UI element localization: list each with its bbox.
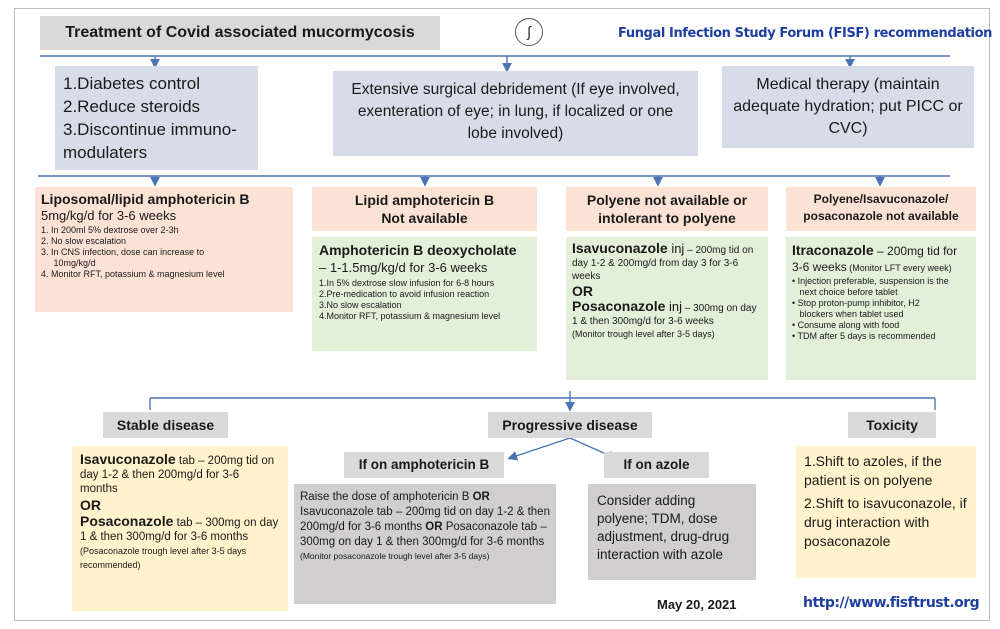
liposomal-dose: 5mg/kg/d for 3-6 weeks (41, 208, 177, 223)
itraconazole-box: Itraconazole – 200mg tid for 3-6 weeks (… (786, 237, 976, 380)
isavuconazole-name: Isavuconazole (572, 240, 668, 256)
toxicity-label-text: Toxicity (866, 417, 918, 433)
polyene-header-line2: intolerant to polyene (598, 210, 736, 226)
list-item: 2.Pre-medication to avoid infusion react… (319, 289, 490, 299)
ampho-text-3: Posaconazole tab – 300mg on day 1 & then… (300, 521, 547, 548)
deoxycholate-dose: – 1-1.5mg/kg/d for 3-6 weeks (319, 260, 488, 275)
stable-isa-name: Isavuconazole (80, 451, 176, 467)
ampho-note: (Monitor posaconazole trough level after… (300, 551, 490, 561)
liposomal-title: Liposomal/lipid amphotericin B (41, 191, 250, 207)
stable-posaconazole: Posaconazole tab – 300mg on day 1 & then… (80, 514, 280, 572)
page-title: Treatment of Covid associated mucormycos… (65, 24, 415, 41)
ampho-label-text: If on amphotericin B (358, 457, 490, 472)
list-item: 10mg/kg/d (41, 258, 96, 268)
stable-posa-rest: tab – 300mg on day 1 & then 300mg/d for … (80, 517, 279, 543)
trough-note: (Monitor trough level after 3-5 days) (572, 329, 715, 339)
lipid-not-available-header: Lipid amphotericin B Not available (312, 187, 537, 231)
azole-progression-box: Consider adding polyene; TDM, dose adjus… (588, 484, 756, 580)
website-link[interactable]: http://www.fisftrust.org (803, 595, 980, 611)
posaconazole-name: Posaconazole (572, 298, 666, 314)
stable-posa-name: Posaconazole (80, 513, 174, 529)
toxicity-item-1: 1.Shift to azoles, if the patient is on … (804, 453, 942, 488)
azole-progression-text: Consider adding polyene; TDM, dose adjus… (597, 493, 730, 562)
liposomal-notes: 1. In 200ml 5% dextrose over 2-3h 2. No … (41, 225, 287, 280)
all-not-available-header: Polyene/Isavuconazole/ posaconazole not … (786, 187, 976, 231)
toxicity-label: Toxicity (848, 412, 936, 438)
isavuconazole-inj-text: Isavuconazole inj – 200mg tid on day 1-2… (572, 240, 762, 283)
itraconazole-weeks: 3-6 weeks (792, 260, 847, 274)
general-measures-box: 1.Diabetes control 2.Reduce steroids 3.D… (55, 66, 258, 170)
progressive-disease-label: Progressive disease (488, 412, 652, 438)
stable-disease-label: Stable disease (103, 412, 228, 438)
toxicity-item-2: 2.Shift to isavuconazole, if drug intera… (804, 495, 967, 549)
isavuconazole-route: inj (667, 241, 685, 256)
list-item: 3. In CNS infection, dose can increase t… (41, 247, 205, 257)
itraconazole-dose: – 200mg tid for (873, 244, 958, 258)
ampho-or-1: OR (472, 491, 490, 503)
polyene-not-available-header: Polyene not available or intolerant to p… (566, 187, 768, 231)
posaconazole-dose: – 300mg on day 1 & then 300mg/d for 3-6 … (572, 303, 757, 327)
isavuconazole-dose: – 200mg tid on day 1-2 & 200mg/d from da… (572, 245, 754, 282)
or-label: OR (572, 283, 593, 299)
list-item: 4. Monitor RFT, potassium & magnesium le… (41, 269, 225, 279)
progressive-label-text: Progressive disease (502, 417, 638, 433)
itraconazole-monitor: (Monitor LFT every week) (846, 263, 952, 273)
measure-3-cont: modulaters (63, 143, 148, 162)
date-label: May 20, 2021 (657, 597, 737, 612)
stable-or: OR (80, 497, 101, 513)
diagram-frame (14, 8, 990, 621)
org-recommendation: Fungal Infection Study Forum (FISF) reco… (618, 26, 992, 41)
list-item: • TDM after 5 days is recommended (792, 331, 936, 341)
deoxycholate-notes: 1.In 5% dextrose slow infusion for 6-8 h… (319, 278, 530, 322)
stable-disease-box: Isavuconazole tab – 200mg tid on day 1-2… (72, 446, 288, 611)
list-item: 1.In 5% dextrose slow infusion for 6-8 h… (319, 278, 495, 288)
surgery-text: Extensive surgical debridement (If eye i… (351, 81, 680, 142)
ampho-or-2: OR (425, 521, 443, 533)
measure-1: 1.Diabetes control (63, 74, 201, 93)
stable-note: (Posaconazole trough level after 3-5 day… (80, 546, 247, 570)
if-on-azole-label: If on azole (604, 452, 709, 478)
list-item: 4.Monitor RFT, potassium & magnesium lev… (319, 311, 501, 321)
title-box: Treatment of Covid associated mucormycos… (40, 16, 440, 50)
itraconazole-duration: 3-6 weeks (Monitor LFT every week) (792, 259, 970, 276)
itraconazole-line: Itraconazole – 200mg tid for (792, 242, 970, 259)
stable-isa-rest: tab – 200mg tid on day 1-2 & then 200mg/… (80, 455, 275, 495)
if-on-amphotericin-label: If on amphotericin B (344, 452, 504, 478)
liposomal-ampho-box: Liposomal/lipid amphotericin B 5mg/kg/d … (35, 187, 293, 312)
posaconazole-inj-text: Posaconazole inj – 300mg on day 1 & then… (572, 298, 762, 328)
medical-therapy-box: Medical therapy (maintain adequate hydra… (722, 66, 974, 148)
measure-3: 3.Discontinue immuno- (63, 120, 237, 139)
lipid-header-line2: Not available (381, 210, 468, 226)
list-item: 3.No slow escalation (319, 300, 402, 310)
list-item: • Stop proton-pump inhibitor, H2 (792, 298, 920, 308)
all-header-line1: Polyene/Isavuconazole/ (813, 192, 949, 206)
toxicity-box: 1.Shift to azoles, if the patient is on … (796, 446, 976, 578)
list-item: 1. In 200ml 5% dextrose over 2-3h (41, 225, 179, 235)
azole-inj-box: Isavuconazole inj – 200mg tid on day 1-2… (566, 237, 768, 380)
lipid-header-line1: Lipid amphotericin B (354, 192, 495, 208)
ampho-text-2: Isavuconazole tab – 200mg tid on day 1-2… (300, 506, 550, 533)
deoxycholate-title: Amphotericin B deoxycholate (319, 242, 517, 258)
all-header-line2: posaconazole not available (803, 209, 959, 223)
posaconazole-route: inj (665, 299, 682, 314)
medical-therapy-text: Medical therapy (maintain adequate hydra… (733, 76, 963, 137)
ampho-text-1: Raise the dose of amphotericin B (300, 491, 473, 503)
itraconazole-notes: • Injection preferable, suspension is th… (792, 276, 970, 342)
measure-2: 2.Reduce steroids (63, 97, 201, 116)
amphotericin-progression-box: Raise the dose of amphotericin B OR Isav… (294, 484, 556, 604)
deoxycholate-box: Amphotericin B deoxycholate – 1-1.5mg/kg… (312, 237, 537, 351)
stable-label-text: Stable disease (116, 417, 215, 433)
surgery-box: Extensive surgical debridement (If eye i… (333, 71, 698, 156)
polyene-header-line1: Polyene not available or (586, 192, 748, 208)
list-item: blockers when tablet used (792, 309, 904, 319)
list-item: • Injection preferable, suspension is th… (792, 276, 949, 286)
list-item: • Consume along with food (792, 320, 900, 330)
list-item: 2. No slow escalation (41, 236, 127, 246)
itraconazole-name: Itraconazole (792, 242, 874, 258)
stable-isavuconazole: Isavuconazole tab – 200mg tid on day 1-2… (80, 452, 280, 496)
azole-label-text: If on azole (623, 457, 690, 472)
fisf-logo: ʃ (515, 18, 543, 46)
list-item: next choice before tablet (792, 287, 898, 297)
